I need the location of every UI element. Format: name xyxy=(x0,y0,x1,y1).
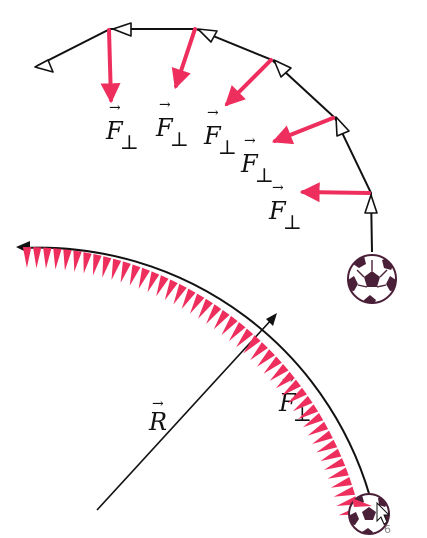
force-spike xyxy=(307,421,329,436)
force-spike xyxy=(73,250,82,272)
circular-path-bottom xyxy=(21,246,375,513)
force-spike xyxy=(324,458,346,470)
svg-text:⊥: ⊥ xyxy=(218,135,237,159)
force-spike xyxy=(83,252,92,274)
force-spike xyxy=(298,404,319,420)
force-spike xyxy=(213,310,230,330)
force-spike xyxy=(198,298,213,319)
force-spike xyxy=(181,288,196,309)
force-label-5: → F ⊥ xyxy=(268,180,302,234)
velocity-arrowheads xyxy=(34,22,378,214)
force-spike xyxy=(33,247,42,269)
page-number: 6 xyxy=(384,523,391,536)
force-spike xyxy=(316,439,338,453)
svg-text:⊥: ⊥ xyxy=(120,130,139,154)
force-spike xyxy=(63,249,72,271)
force-spike xyxy=(263,356,282,374)
velocity-arrow-5 xyxy=(112,22,132,37)
force-spike xyxy=(156,275,169,297)
mouse-pointer-icon xyxy=(376,501,391,525)
force-spike xyxy=(257,349,275,367)
force-spike xyxy=(320,448,342,462)
velocity-arrow-2 xyxy=(335,116,350,137)
force-spike xyxy=(190,293,205,314)
velocity-arrow-1 xyxy=(364,194,378,214)
svg-text:F: F xyxy=(268,197,287,225)
radius-label: → R xyxy=(148,396,167,436)
radius-line xyxy=(96,313,277,511)
force-arrows-top xyxy=(100,27,371,203)
force-spike xyxy=(228,322,246,342)
force-label-3: → F ⊥ xyxy=(203,105,237,159)
force-spike xyxy=(330,477,352,488)
force-spike xyxy=(173,283,187,305)
force-spike xyxy=(243,335,261,354)
force-spike xyxy=(147,271,160,293)
force-spike xyxy=(275,371,295,389)
force-spike xyxy=(333,486,355,497)
force-spike xyxy=(287,387,307,404)
svg-text:→: → xyxy=(109,100,121,116)
force-spike xyxy=(236,328,254,348)
svg-text:→: → xyxy=(152,396,164,412)
continuous-force-arrows xyxy=(22,247,361,516)
svg-text:F: F xyxy=(105,117,124,145)
svg-text:F: F xyxy=(155,114,174,142)
force-spike xyxy=(303,413,324,428)
force-spike xyxy=(269,364,289,381)
force-spike xyxy=(138,267,150,289)
force-arrow-3 xyxy=(224,58,273,107)
force-arrow-1 xyxy=(299,182,371,203)
velocity-arrow-3 xyxy=(273,59,292,78)
force-label-4: → F ⊥ xyxy=(240,133,274,187)
force-arrow-4 xyxy=(171,27,197,90)
force-spike xyxy=(43,247,52,269)
svg-text:⊥: ⊥ xyxy=(170,127,189,151)
svg-text:F: F xyxy=(203,122,222,150)
force-spike xyxy=(129,264,141,286)
velocity-arrow-6 xyxy=(34,59,54,73)
svg-text:⊥: ⊥ xyxy=(255,163,274,187)
svg-text:→: → xyxy=(207,105,219,121)
force-arrow-2 xyxy=(271,116,335,145)
force-label-2: → F ⊥ xyxy=(155,97,189,151)
force-spike xyxy=(292,396,313,412)
svg-text:F: F xyxy=(278,389,297,417)
svg-text:→: → xyxy=(159,97,171,113)
svg-text:⊥: ⊥ xyxy=(283,210,302,234)
force-spike xyxy=(250,342,268,361)
force-spike xyxy=(111,258,122,280)
force-arrow-5 xyxy=(100,28,121,104)
force-spike xyxy=(281,379,301,396)
svg-text:R: R xyxy=(148,408,167,436)
soccer-ball-icon xyxy=(347,254,397,304)
force-spike xyxy=(221,315,238,336)
force-spike xyxy=(22,247,32,268)
force-spike xyxy=(120,261,131,283)
force-spike xyxy=(206,304,222,324)
red-force-at-ball xyxy=(352,498,372,507)
svg-text:F: F xyxy=(240,150,259,178)
force-spike xyxy=(102,256,112,278)
force-spike xyxy=(93,254,102,276)
force-spike xyxy=(327,467,349,479)
force-spike xyxy=(53,248,62,270)
svg-text:→: → xyxy=(244,133,256,149)
svg-text:→: → xyxy=(272,180,284,196)
force-spike xyxy=(312,430,333,444)
force-label-1: → F ⊥ xyxy=(105,100,139,154)
velocity-arrow-4 xyxy=(197,28,218,43)
force-spike xyxy=(164,279,178,301)
